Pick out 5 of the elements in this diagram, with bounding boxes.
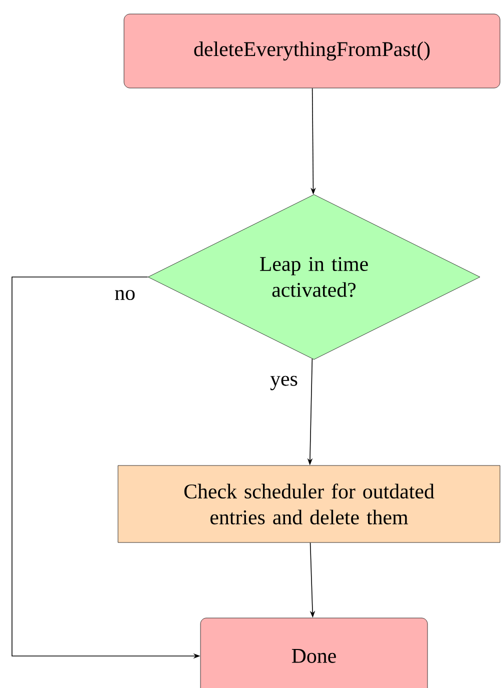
edge-label: no bbox=[114, 288, 136, 302]
process-box: Check scheduler for outdated entries and delete them bbox=[118, 465, 500, 543]
start-box: deleteEverythingFromPast() bbox=[124, 14, 500, 88]
edge-label: yes bbox=[269, 374, 299, 392]
end-box: Done bbox=[200, 618, 428, 688]
